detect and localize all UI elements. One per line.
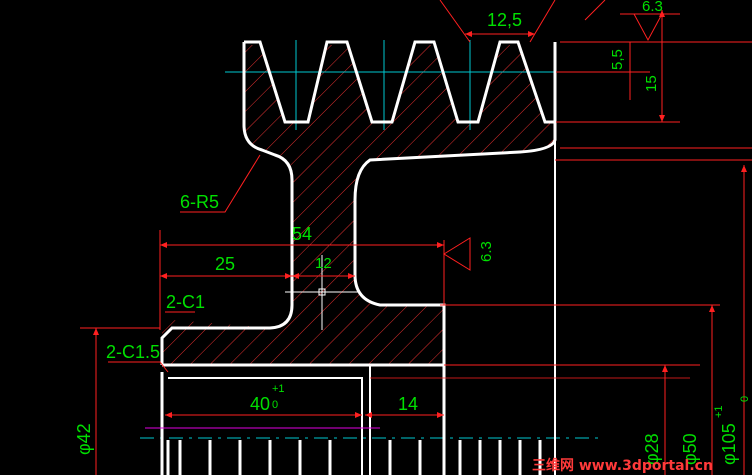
dim-web-thickness: 12: [315, 255, 332, 272]
center-lines: [140, 40, 600, 439]
dim-bore-tol-upper: +1: [272, 383, 285, 395]
dimension-texts: 12,5 6.3 5,5 15 6-R5 54 25 12 6.3 2-C1 2…: [74, 0, 751, 465]
section-hatch: [162, 45, 555, 365]
dim-dia-50: φ50: [680, 433, 700, 465]
dim-hub-overall: 54: [292, 224, 312, 244]
dim-bore-length: 40: [250, 394, 270, 414]
dim-hub-left: 25: [215, 254, 235, 274]
dim-bore-tol-lower: 0: [272, 399, 278, 411]
fillet-note: 6-R5: [180, 192, 219, 212]
bore-lines: [166, 440, 542, 475]
dim-groove-depth: 5,5: [609, 49, 626, 70]
dim-dia-28: φ28: [642, 433, 662, 465]
dim-groove-pitch: 12,5: [487, 10, 522, 30]
crosshair-cursor-icon: [285, 255, 360, 330]
dim-dia-105: φ105: [719, 423, 739, 465]
dim-groove-total: 15: [643, 75, 660, 92]
dim-dia-42: φ42: [74, 423, 94, 455]
part-outline: [160, 40, 557, 475]
dim-right-roughness: 6.3: [478, 241, 495, 262]
watermark-text: 三维网 www.3dportal.cn: [532, 457, 713, 474]
chamfer-lower-note: 2-C1.5: [106, 342, 160, 362]
dimension-lines: [80, 0, 752, 475]
dim-dia-105-tol-upper: +1: [713, 405, 725, 418]
dim-groove-roughness: 6.3: [642, 0, 663, 15]
dim-dia-105-tol-lower: 0: [739, 396, 751, 402]
chamfer-upper-note: 2-C1: [166, 292, 205, 312]
dim-bore-right: 14: [398, 394, 418, 414]
